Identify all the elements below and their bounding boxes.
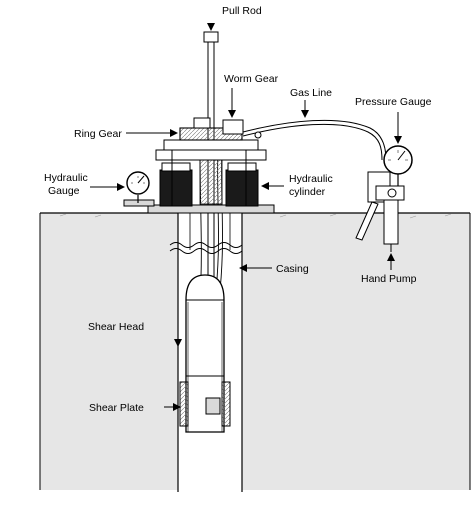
label-gas-line: Gas Line [290, 87, 332, 99]
label-hand-pump: Hand Pump [361, 273, 417, 285]
ground [39, 212, 471, 490]
label-hydraulic-cylinder-2: cylinder [289, 186, 326, 198]
label-pull-rod: Pull Rod [222, 5, 262, 17]
label-worm-gear: Worm Gear [224, 73, 279, 85]
hand-pump [355, 171, 405, 252]
label-shear-plate: Shear Plate [89, 402, 144, 414]
label-pressure-gauge: Pressure Gauge [355, 96, 432, 108]
label-casing: Casing [276, 263, 309, 275]
gas-line [242, 119, 387, 161]
casing [169, 213, 243, 493]
label-hydraulic-gauge-2: Gauge [48, 185, 80, 197]
leader-arrows [90, 23, 402, 411]
hydraulic-gauge [126, 171, 150, 203]
label-hydraulic-cylinder-1: Hydraulic [289, 173, 333, 185]
shear-plates [179, 381, 231, 427]
label-hydraulic-gauge-1: Hydraulic [44, 172, 88, 184]
labels: Pull Rod Worm Gear Gas Line Pressure Gau… [44, 5, 432, 414]
pressure-gauge [383, 145, 413, 186]
label-shear-head: Shear Head [88, 321, 144, 333]
label-ring-gear: Ring Gear [74, 128, 122, 140]
surface-frame [123, 117, 275, 214]
